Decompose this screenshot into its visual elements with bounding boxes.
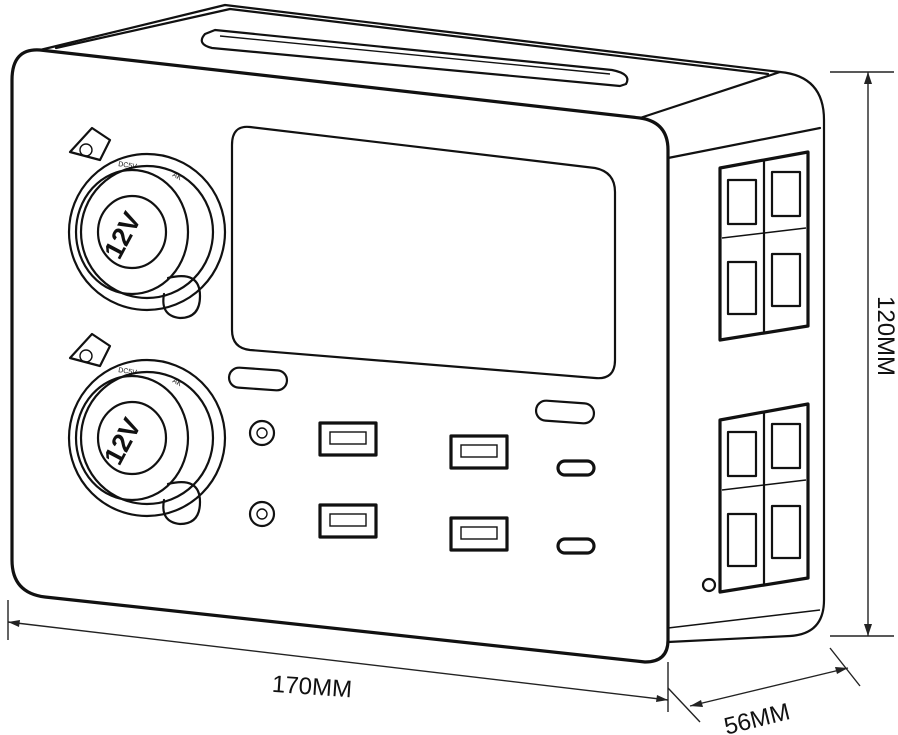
svg-text:AK: AK [171,378,183,389]
usb-c-port-2[interactable] [556,537,596,555]
usb-a-port-2[interactable] [449,434,509,470]
dimension-depth: 56MM [667,647,861,735]
width-label: 170MM [271,671,353,704]
depth-label: 56MM [721,698,792,735]
indicator-light-bottom [248,500,276,528]
dc-socket-bottom[interactable]: DC5V AK 12V [67,332,227,526]
anderson-connector-bottom[interactable] [718,402,810,594]
power-button-left[interactable] [227,366,289,392]
usb-a-port-4[interactable] [449,516,509,552]
svg-text:DC5V: DC5V [118,161,138,171]
side-hole [701,577,717,593]
usb-a-port-1[interactable] [318,421,378,457]
power-button-right[interactable] [534,399,596,425]
device-body [10,3,826,664]
display-screen [230,125,617,380]
anderson-connector-top[interactable] [718,150,810,342]
dimension-width: 170MM [7,600,669,712]
svg-text:AK: AK [171,172,183,183]
usb-c-port-1[interactable] [556,459,596,477]
svg-text:DC5V: DC5V [118,367,138,377]
height-label: 120MM [872,296,898,376]
indicator-light-top [248,419,276,447]
dimension-height: 120MM [830,71,898,637]
dc-socket-top[interactable]: DC5V AK 12V [67,126,227,320]
usb-a-port-3[interactable] [318,503,378,539]
